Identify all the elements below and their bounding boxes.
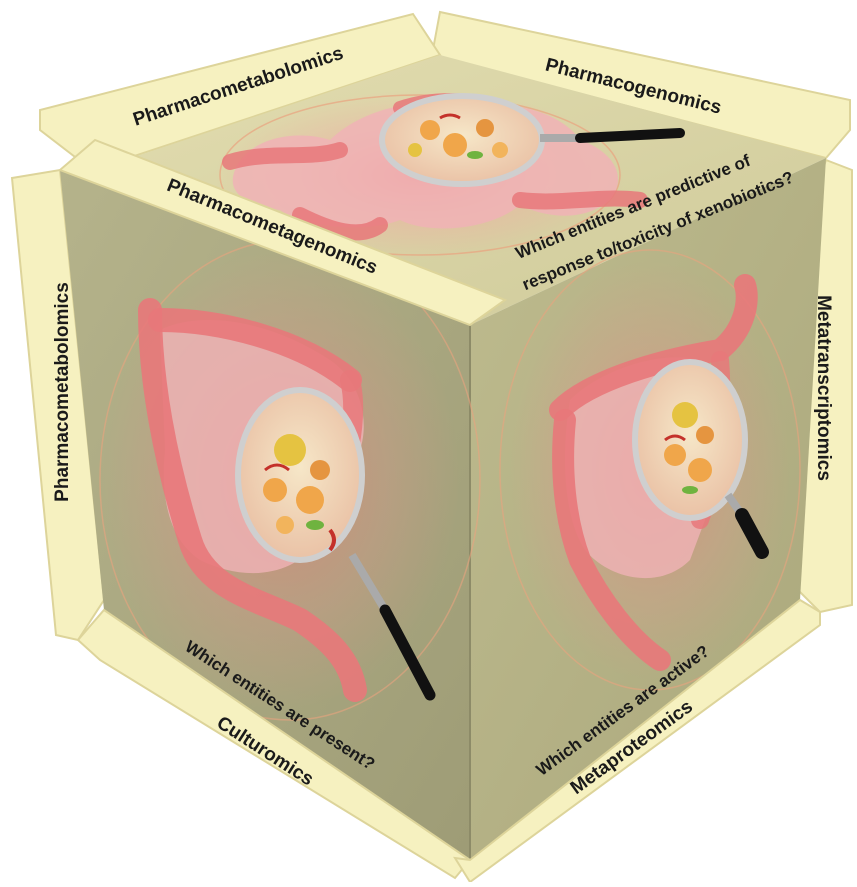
label-right-side-band: Metatranscriptomics — [813, 295, 834, 481]
label-left-side-band: Pharmacometabolomics — [52, 282, 73, 502]
